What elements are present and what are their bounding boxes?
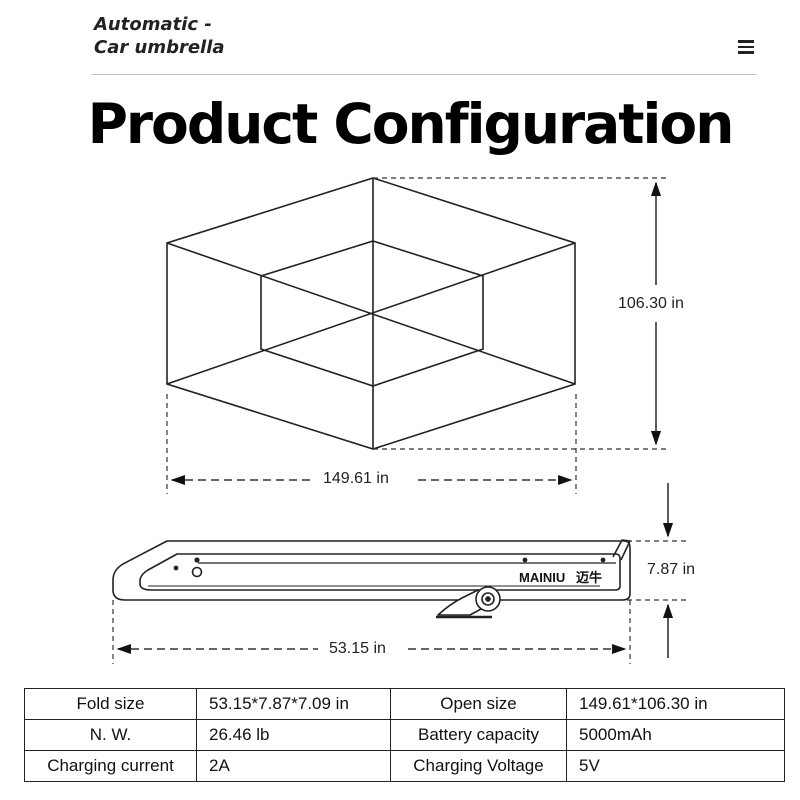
battery-capacity-value: 5000mAh <box>566 719 785 751</box>
open-umbrella-drawing <box>166 177 576 450</box>
hamburger-menu-icon[interactable] <box>738 40 754 54</box>
page-title: Product Configuration <box>87 92 735 156</box>
device-brand-label: MAINIU <box>519 570 565 585</box>
net-weight-value: 26.46 lb <box>196 719 391 751</box>
charging-voltage-value: 5V <box>566 750 785 782</box>
fold-size-value: 53.15*7.87*7.09 in <box>196 688 391 720</box>
open-width-label: 149.61 in <box>321 470 391 488</box>
table-row: Fold size 53.15*7.87*7.09 in Open size 1… <box>24 688 785 720</box>
header-title: Automatic - Car umbrella <box>94 13 225 59</box>
open-size-label: Open size <box>390 688 567 720</box>
open-width-dimension <box>166 394 577 494</box>
open-height-dimension <box>373 177 668 450</box>
table-row: Charging current 2A Charging Voltage 5V <box>24 750 785 782</box>
charging-voltage-label: Charging Voltage <box>390 750 567 782</box>
net-weight-label: N. W. <box>24 719 197 751</box>
folded-height-label: 7.87 in <box>645 561 698 579</box>
folded-length-dimension <box>112 600 631 664</box>
device-brand-cn-label: 迈牛 <box>576 570 602 586</box>
spec-table: Fold size 53.15*7.87*7.09 in Open size 1… <box>24 688 785 782</box>
fold-size-label: Fold size <box>24 688 197 720</box>
charging-current-label: Charging current <box>24 750 197 782</box>
table-row: N. W. 26.46 lb Battery capacity 5000mAh <box>24 719 785 751</box>
charging-current-value: 2A <box>196 750 391 782</box>
open-size-value: 149.61*106.30 in <box>566 688 785 720</box>
folded-length-label: 53.15 in <box>327 640 388 658</box>
folded-device-drawing <box>112 539 631 619</box>
folded-height-dimension <box>600 483 690 658</box>
battery-capacity-label: Battery capacity <box>390 719 567 751</box>
header-title-line2: Car umbrella <box>94 37 225 58</box>
header-title-line1: Automatic - <box>94 14 212 35</box>
header-divider <box>92 74 756 75</box>
open-height-label: 106.30 in <box>616 295 686 313</box>
